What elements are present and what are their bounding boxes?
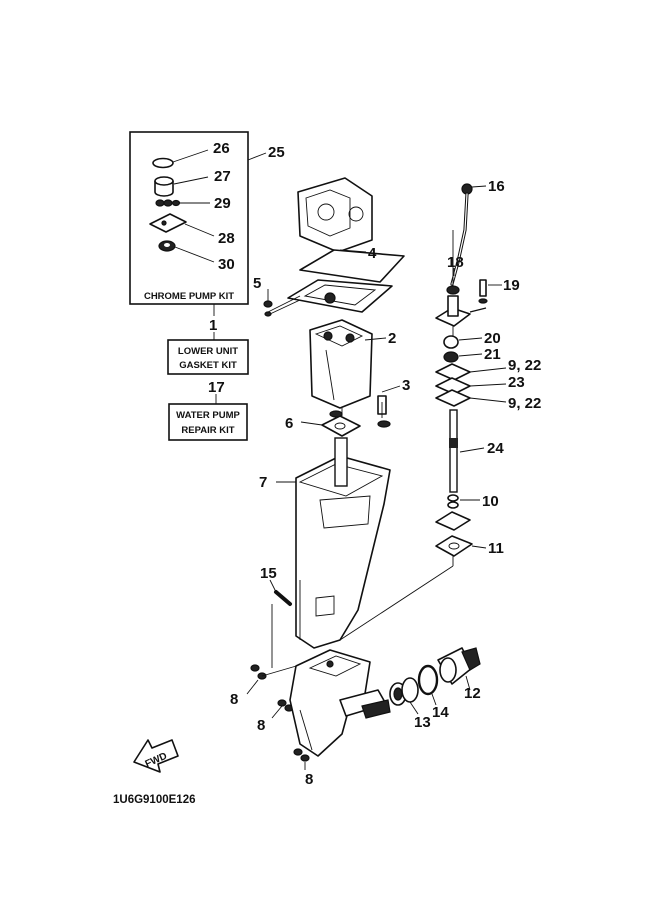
callout-5: 5 — [253, 275, 261, 292]
svg-text:LOWER UNIT: LOWER UNIT — [178, 346, 238, 357]
callout-26: 26 — [213, 140, 230, 157]
part-4-upper-casing: 4 — [287, 177, 405, 313]
callout-21: 21 — [484, 346, 501, 363]
callout-10: 10 — [482, 493, 499, 510]
callout-18: 18 — [447, 254, 464, 271]
forward-direction-arrow: FWD — [133, 739, 179, 773]
callout-3: 3 — [402, 377, 410, 394]
part-14-oring: 14 — [417, 664, 449, 721]
callout-11: 11 — [488, 540, 504, 557]
svg-text:REPAIR KIT: REPAIR KIT — [181, 425, 234, 436]
water-pump-repair-kit-box: WATER PUMP REPAIR KIT — [168, 403, 248, 441]
callout-19: 19 — [503, 277, 520, 294]
diagram-code: 1U6G9100E126 — [113, 794, 195, 806]
callout-24: 24 — [487, 440, 504, 457]
part-3-bolt: 3 — [377, 377, 410, 428]
part-15-pin: 15 — [260, 565, 292, 668]
callout-8-c: 8 — [305, 771, 313, 788]
part-16-shift-rod: 16 — [450, 178, 505, 286]
part-7-lower-casing: 7 — [259, 437, 391, 649]
callout-6: 6 — [285, 415, 293, 432]
callout-2: 2 — [388, 330, 396, 347]
part-30-grommet — [158, 240, 176, 252]
part-19-bolt: 19 — [478, 277, 520, 304]
chrome-pump-kit-box: 26 27 29 28 30 CHROME PUMP KIT — [129, 131, 249, 305]
part-5-bolt: 5 — [253, 275, 301, 317]
part-18-bracket: 18 — [435, 254, 487, 327]
callout-7: 7 — [259, 474, 267, 491]
part-29-pins — [155, 199, 181, 207]
part-9-22-plates: 9, 22 23 9, 22 — [435, 357, 541, 412]
callout-15: 15 — [260, 565, 277, 582]
callout-16: 16 — [488, 178, 505, 195]
callout-8-a: 8 — [230, 691, 238, 708]
part-24-drive-shaft: 24 — [449, 409, 504, 493]
part-26-washer — [152, 157, 174, 169]
callout-9-22-a: 9, 22 — [508, 357, 541, 374]
part-27-sleeve — [154, 176, 174, 197]
callout-23: 23 — [508, 374, 525, 391]
callout-4: 4 — [368, 245, 377, 262]
callout-12: 12 — [464, 685, 481, 702]
part-12-propeller-housing: 12 — [437, 647, 481, 702]
callout-17: 17 — [208, 379, 225, 396]
callout-30: 30 — [218, 256, 235, 273]
callout-1: 1 — [209, 317, 217, 334]
part-20-impeller: 20 — [443, 330, 501, 349]
callout-27: 27 — [214, 168, 231, 185]
svg-text:GASKET KIT: GASKET KIT — [179, 360, 237, 371]
part-2-housing: 2 — [309, 319, 396, 409]
lower-unit-gasket-kit-box: LOWER UNIT GASKET KIT — [167, 339, 249, 375]
callout-25: 25 — [268, 144, 285, 161]
svg-text:WATER PUMP: WATER PUMP — [176, 410, 240, 421]
part-10-washers: 10 — [435, 493, 499, 531]
callout-8-b: 8 — [257, 717, 265, 734]
callout-29: 29 — [214, 195, 231, 212]
chrome-pump-kit-label: CHROME PUMP KIT — [144, 291, 234, 302]
callout-9-22-b: 9, 22 — [508, 395, 541, 412]
part-6-gasket: 6 — [285, 410, 361, 437]
gear-case — [289, 649, 391, 757]
part-21-key: 21 — [443, 346, 501, 363]
callout-28: 28 — [218, 230, 235, 247]
callout-20: 20 — [484, 330, 501, 347]
callout-13: 13 — [414, 714, 431, 731]
part-13-seal: 13 — [389, 677, 431, 731]
part-11-gasket: 11 — [435, 535, 504, 557]
part-28-plate — [149, 213, 187, 233]
callout-14: 14 — [432, 704, 449, 721]
